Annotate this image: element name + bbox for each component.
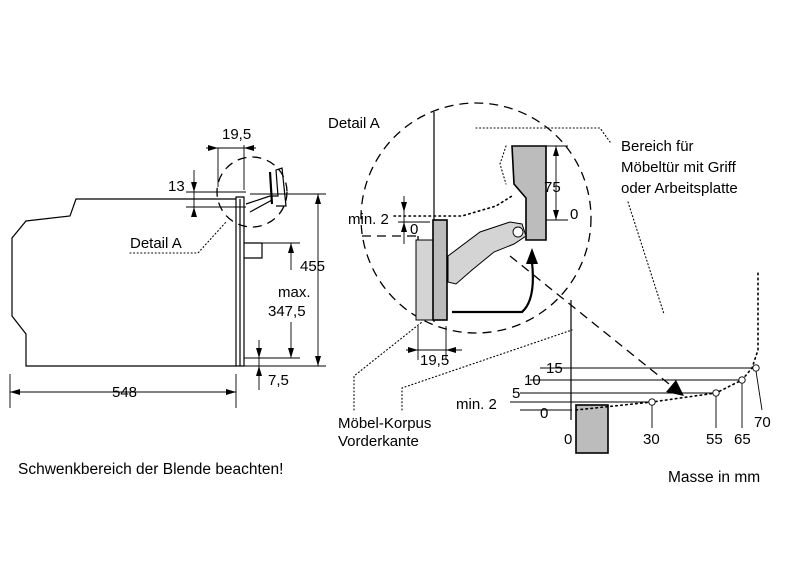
corpus-note-line1: Möbel-Korpus xyxy=(338,415,431,432)
detail-a-large-circle xyxy=(360,102,592,334)
appliance-handle xyxy=(244,242,263,259)
dim-bottom-offset: 7,5 xyxy=(268,372,289,389)
detail-front-offset: 19,5 xyxy=(420,352,449,369)
swing-x-30: 30 xyxy=(643,431,660,448)
detail-zero-label: 0 xyxy=(410,221,418,238)
appliance-front-detail xyxy=(432,219,448,321)
swing-y-min2: min. 2 xyxy=(456,396,497,413)
detail-a-large-label: Detail A xyxy=(328,115,380,132)
swing-x-70: 70 xyxy=(754,414,771,431)
appliance-body-outline xyxy=(11,198,236,367)
swing-x-0: 0 xyxy=(564,431,572,448)
small-hinge-sketch xyxy=(245,167,287,207)
detail-handle-zero: 0 xyxy=(570,206,578,223)
area-note-line1: Bereich für xyxy=(621,138,694,155)
handle-bracket xyxy=(511,145,547,241)
swing-y-15: 15 xyxy=(546,360,563,377)
swing-envelope xyxy=(575,269,759,411)
area-note-line2: Möbeltür mit Griff xyxy=(621,159,737,176)
warning-note: Schwenkbereich der Blende beachten! xyxy=(18,461,283,478)
dim-max-height: 347,5 xyxy=(268,303,306,320)
swing-y-0: 0 xyxy=(540,405,548,422)
dim-top-gap: 13 xyxy=(168,178,185,195)
area-note-line3: oder Arbeitsplatte xyxy=(621,180,738,197)
detail-a-small-label: Detail A xyxy=(130,235,182,252)
swing-range-chart xyxy=(509,255,763,454)
detail-handle-height: 75 xyxy=(544,179,561,196)
appliance-side-view xyxy=(9,145,326,408)
swing-path-line xyxy=(509,255,675,389)
detail-min-label: min. 2 xyxy=(348,211,389,228)
corpus-note-line2: Vorderkante xyxy=(338,433,419,450)
dim-front-offset: 19,5 xyxy=(222,126,251,143)
worktop-block xyxy=(575,404,609,454)
swing-arrow xyxy=(452,261,534,314)
swing-x-55: 55 xyxy=(706,431,723,448)
dim-total-height: 455 xyxy=(300,258,325,275)
detail-a-enlarged xyxy=(353,102,611,411)
units-note: Masse in mm xyxy=(668,469,760,486)
area-note-leader xyxy=(627,201,665,315)
dim-max-label: max. xyxy=(278,284,311,301)
dim-depth: 548 xyxy=(112,384,137,401)
swing-y-5: 5 xyxy=(512,385,520,402)
swing-y-10: 10 xyxy=(524,372,541,389)
detail-a-leader xyxy=(129,221,227,254)
swing-x-65: 65 xyxy=(734,431,751,448)
hinge-arm xyxy=(447,221,527,285)
corpus-leader xyxy=(353,321,423,411)
